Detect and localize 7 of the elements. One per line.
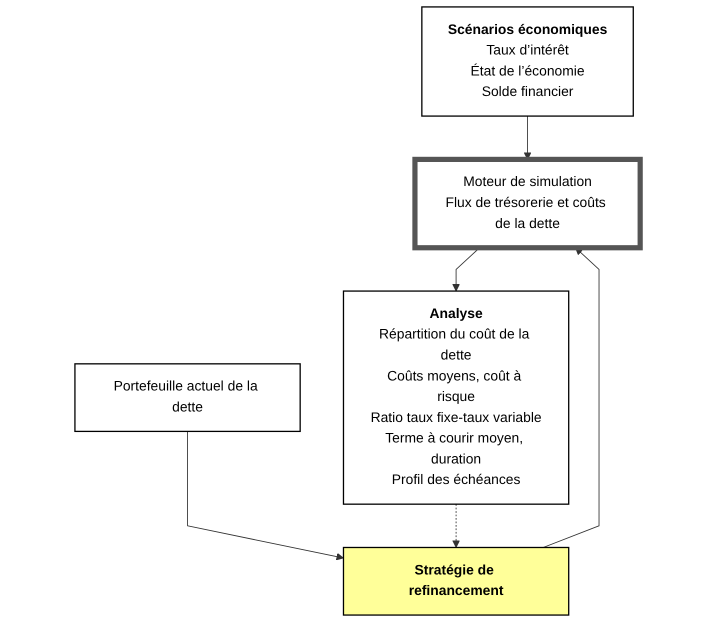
arrow xyxy=(187,430,344,560)
node-box: Portefeuille actuel de la dette xyxy=(74,363,301,432)
arrow xyxy=(452,504,460,548)
node-box: Scénarios économiques Taux d’intérêt État de l’économie Solde financier xyxy=(421,6,634,117)
node-box: Stratégie de refinancement xyxy=(342,546,570,616)
node-box: Moteur de simulation Flux de trésorerie et coûts de la dette xyxy=(412,156,643,250)
node-box: Analyse Répartition du coût de la dette Coûts moyens, coût à risque Ratio taux fixe-taux variable Terme à courir moyen, duration Profil des échéances xyxy=(342,290,570,505)
